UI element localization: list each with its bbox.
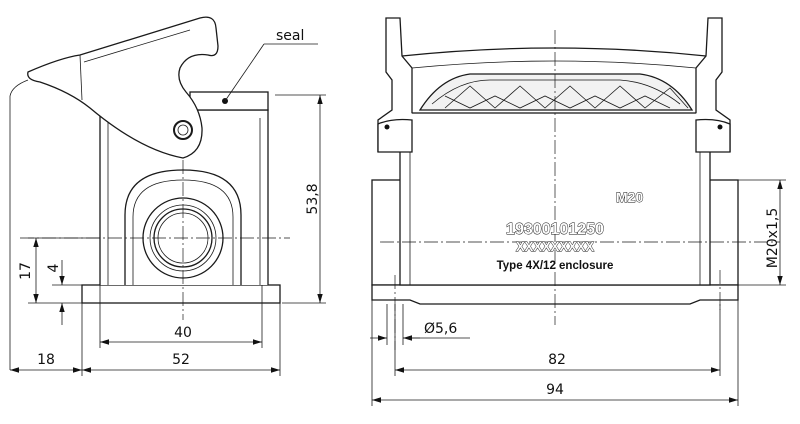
dim-pin-17: 17 (18, 262, 34, 280)
dim-offset: 18 (37, 352, 55, 368)
latch-pivot (173, 120, 193, 140)
seal-label: seal (276, 28, 304, 44)
front-view: M20 19300101250 XXXXXXXXX Type 4X/12 enc… (370, 17, 786, 406)
dim-base-width: 52 (172, 352, 190, 368)
latch-lever (27, 16, 219, 159)
dim-front-hole-spacing: 82 (548, 352, 566, 368)
dim-total-width: 94 (546, 382, 564, 398)
serial-number: XXXXXXXXX (516, 239, 594, 254)
front-right-post (695, 17, 731, 152)
part-number: 19300101250 (506, 221, 604, 238)
dim-hole-diameter: Ø5,6 (424, 321, 457, 337)
dim-thread: M20x1,5 (765, 208, 781, 268)
side-view: 53,8 17 4 40 52 18 seal (9, 16, 326, 376)
side-base-plate (81, 284, 281, 304)
dim-height-total: 53,8 (305, 183, 321, 214)
front-hood (418, 73, 694, 111)
enclosure-type: Type 4X/12 enclosure (497, 260, 614, 272)
front-left-post (377, 17, 413, 152)
dim-pin-4: 4 (46, 263, 62, 272)
dim-hole-spacing: 40 (174, 325, 192, 341)
thread-marking: M20 (616, 189, 643, 205)
